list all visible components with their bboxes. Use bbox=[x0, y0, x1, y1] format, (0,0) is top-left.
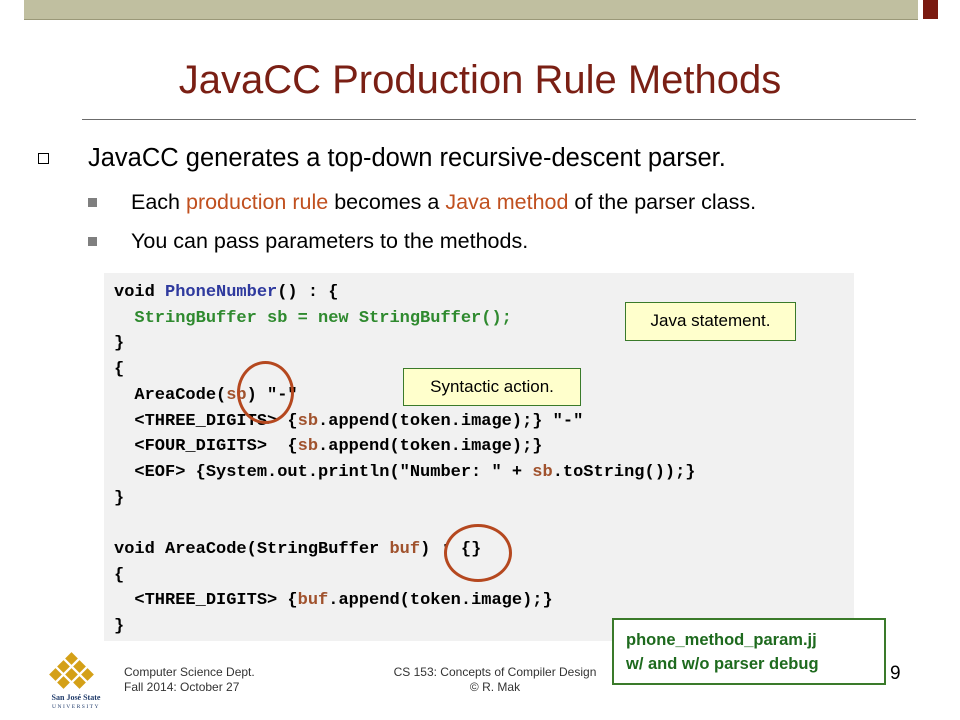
code-block: void PhoneNumber() : { StringBuffer sb =… bbox=[114, 280, 696, 640]
logo-university-text: UNIVERSITY bbox=[52, 704, 100, 710]
top-decorative-bar bbox=[24, 0, 918, 20]
footer-author: © R. Mak bbox=[469, 680, 521, 694]
bullet-main: JavaCC generates a top-down recursive-de… bbox=[88, 144, 726, 172]
bullet-text: becomes a bbox=[328, 190, 446, 214]
top-accent-block bbox=[923, 0, 938, 19]
callout-syntactic-action: Syntactic action. bbox=[403, 368, 581, 406]
file-note-debug: w/ and w/o parser debug bbox=[626, 655, 819, 673]
code-line: <THREE_DIGITS> {sb.append(token.image);}… bbox=[114, 411, 584, 431]
bullet-text: Each bbox=[131, 190, 186, 214]
code-line: <EOF> {System.out.println("Number: " + s… bbox=[114, 462, 696, 482]
footer-course-name: CS 153: Concepts of Compiler Design bbox=[393, 665, 597, 679]
square-bullet-icon bbox=[88, 198, 97, 207]
file-name: phone_method_param.jj bbox=[626, 631, 817, 649]
code-line: } bbox=[114, 334, 125, 354]
callout-java-statement: Java statement. bbox=[625, 302, 796, 341]
bullet-parameters: You can pass parameters to the methods. bbox=[131, 229, 529, 253]
code-line: } bbox=[114, 617, 125, 637]
code-line-java-statement: StringBuffer sb = new StringBuffer(); bbox=[114, 308, 512, 328]
highlight-production-rule: production rule bbox=[185, 190, 329, 214]
code-line: void AreaCode(StringBuffer buf) : {} bbox=[114, 540, 482, 560]
footer-date: Fall 2014: October 27 bbox=[124, 680, 240, 694]
sjsu-logo-icon: San José State UNIVERSITY bbox=[49, 652, 101, 710]
title-divider bbox=[82, 119, 916, 120]
footer-dept: Computer Science Dept. Fall 2014: Octobe… bbox=[124, 665, 255, 695]
code-line: <THREE_DIGITS> {buf.append(token.image);… bbox=[114, 591, 553, 611]
code-line: { bbox=[114, 565, 125, 585]
code-line: void PhoneNumber() : { bbox=[114, 283, 339, 302]
param-buf: buf bbox=[389, 540, 421, 560]
highlight-circle-sb bbox=[237, 361, 294, 424]
footer-course: CS 153: Concepts of Compiler Design © R.… bbox=[385, 665, 605, 695]
highlight-java-method: Java method bbox=[445, 190, 569, 214]
param-sb: sb bbox=[297, 411, 319, 431]
method-name-phonenumber: PhoneNumber bbox=[165, 283, 278, 302]
file-note: phone_method_param.jj w/ and w/o parser … bbox=[612, 618, 886, 685]
hollow-square-bullet-icon bbox=[38, 153, 49, 164]
code-line: } bbox=[114, 488, 125, 508]
page-number: 9 bbox=[890, 663, 901, 684]
bullet-production-rule: Each production rule becomes a Java meth… bbox=[131, 190, 756, 215]
slide-title: JavaCC Production Rule Methods bbox=[178, 58, 782, 102]
highlight-circle-buf bbox=[444, 524, 512, 582]
param-buf: buf bbox=[297, 591, 329, 611]
param-sb: sb bbox=[532, 462, 553, 482]
logo-name-text: San José State bbox=[52, 693, 101, 702]
param-sb: sb bbox=[297, 437, 319, 457]
square-bullet-icon bbox=[88, 237, 97, 246]
bullet-text: of the parser class. bbox=[568, 190, 757, 214]
code-line: { bbox=[114, 360, 125, 380]
footer-dept-name: Computer Science Dept. bbox=[124, 665, 255, 679]
code-line: <FOUR_DIGITS> {sb.append(token.image);} bbox=[114, 437, 543, 457]
